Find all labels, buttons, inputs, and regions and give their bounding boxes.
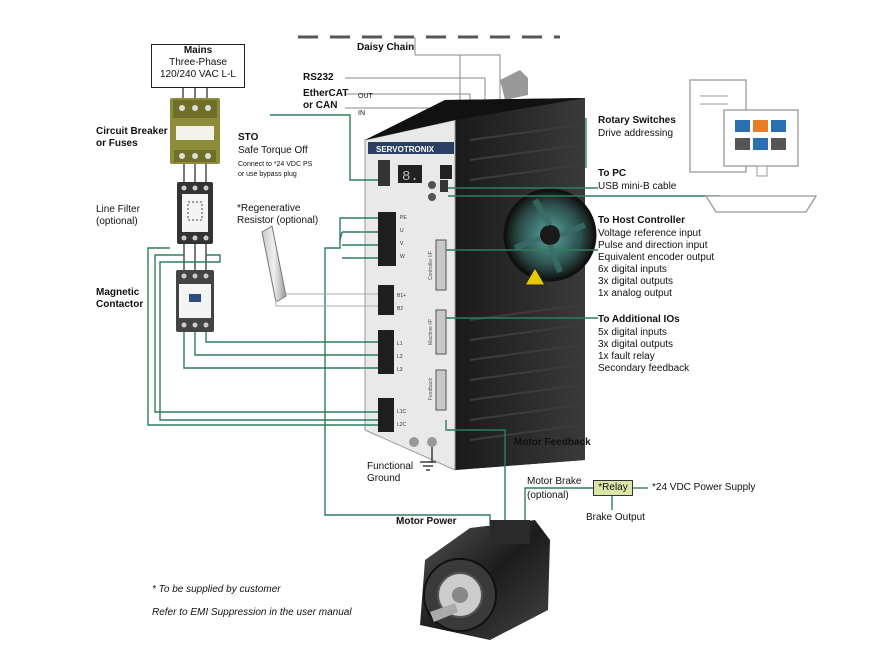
host-item: 1x analog output — [598, 288, 672, 299]
rotary-switch-2[interactable] — [428, 193, 436, 201]
terminal-labels: PE U V W B1+ B2 L1 L2 L3 L1C L2C — [397, 215, 407, 428]
relay-label: *Relay — [598, 482, 628, 493]
functional-ground-label2: Ground — [367, 473, 401, 484]
ios-item: Secondary feedback — [598, 363, 690, 374]
mains-connector[interactable] — [378, 330, 394, 374]
line-filter — [177, 182, 213, 244]
line-filter-label2: (optional) — [96, 216, 138, 227]
line-filter-label: Line Filter — [96, 204, 140, 215]
regen-label: *Regenerative — [237, 203, 301, 214]
brand-label: SERVOTRONIX — [376, 145, 435, 154]
mains-title: Mains — [183, 45, 213, 56]
vdc-supply-label: *24 VDC Power Supply — [652, 482, 756, 493]
host-controller-title: To Host Controller — [598, 215, 686, 226]
svg-text:W: W — [400, 254, 405, 260]
svg-text:Controller I/F: Controller I/F — [428, 251, 434, 280]
usb-port[interactable] — [440, 180, 448, 192]
servo-motor — [420, 520, 550, 640]
svg-text:L1: L1 — [397, 341, 403, 347]
ground-symbol — [420, 447, 436, 471]
functional-ground-label: Functional — [367, 461, 414, 472]
to-pc-desc: USB mini-B cable — [598, 181, 677, 192]
contactor-label2: Contactor — [96, 299, 144, 310]
host-item: Voltage reference input — [598, 228, 701, 239]
svg-text:8.: 8. — [402, 169, 419, 185]
rotary-switch-1[interactable] — [428, 181, 436, 189]
svg-text:L2C: L2C — [397, 422, 407, 428]
pc-icon — [689, 79, 818, 213]
machine-if-connector[interactable] — [435, 309, 447, 355]
sto-subtitle: Safe Torque Off — [238, 145, 308, 156]
regen-resistor — [261, 225, 378, 307]
host-item: Equivalent encoder output — [598, 252, 715, 263]
host-item: 6x digital inputs — [598, 264, 667, 275]
sto-title: STO — [238, 132, 259, 143]
circuit-breaker-label2: or Fuses — [96, 138, 138, 149]
sto-note1: Connect to *24 VDC PS — [238, 161, 313, 168]
additional-ios-title: To Additional IOs — [598, 314, 680, 325]
svg-text:V: V — [400, 241, 404, 247]
ethercat-can-label: or CAN — [303, 100, 338, 111]
svg-text:L3: L3 — [397, 367, 403, 373]
svg-text:Machine I/F: Machine I/F — [428, 319, 434, 345]
rs232-label: RS232 — [303, 72, 334, 83]
relay-box: *Relay — [593, 480, 633, 496]
mains-box: Mains Three-Phase 120/240 VAC L-L — [151, 44, 245, 88]
circuit-breaker — [170, 98, 220, 164]
ethercat-out-label: OUT — [358, 93, 373, 100]
footnote-emi: Refer to EMI Suppression in the user man… — [152, 607, 352, 618]
rotary-switches-desc: Drive addressing — [598, 128, 674, 139]
power-wires — [147, 114, 720, 525]
sto-note2: or use bypass plug — [238, 171, 297, 178]
regen-connector[interactable] — [378, 285, 394, 315]
ethercat-in-label: IN — [358, 110, 365, 117]
rotary-switches-title: Rotary Switches — [598, 115, 676, 126]
ethercat-label: EtherCAT — [303, 88, 349, 99]
sto-connector[interactable] — [378, 160, 390, 186]
servo-drive: SERVOTRONIX 8. PE U V W B1+ B2 L1 L2 L3 … — [364, 70, 597, 471]
footnote-customer: * To be supplied by customer — [152, 584, 281, 595]
magnetic-contactor — [176, 270, 214, 332]
regen-label2: Resistor (optional) — [237, 215, 319, 226]
daisy-chain-label: Daisy Chain — [357, 42, 415, 53]
svg-text:B2: B2 — [397, 306, 403, 312]
svg-text:L1C: L1C — [397, 409, 407, 415]
ios-item: 5x digital inputs — [598, 327, 667, 338]
motor-brake-label2: (optional) — [527, 490, 569, 501]
svg-text:B1+: B1+ — [397, 293, 406, 299]
svg-text:U: U — [400, 228, 404, 234]
contactor-label: Magnetic — [96, 287, 140, 298]
circuit-breaker-label: Circuit Breaker — [96, 126, 168, 137]
mains-line2: 120/240 VAC L-L — [160, 69, 236, 80]
motor-power-label: Motor Power — [396, 516, 457, 527]
brake-output-label: Brake Output — [586, 512, 645, 523]
ios-item: 1x fault relay — [598, 351, 655, 362]
host-item: Pulse and direction input — [598, 240, 708, 251]
host-item: 3x digital outputs — [598, 276, 674, 287]
mains-line1: Three-Phase — [169, 57, 227, 68]
svg-text:PE: PE — [400, 215, 407, 221]
to-pc-title: To PC — [598, 168, 627, 179]
controller-if-connector[interactable] — [435, 239, 447, 291]
svg-text:Feedback: Feedback — [428, 378, 434, 400]
feedback-connector[interactable] — [435, 369, 447, 411]
motor-brake-label: Motor Brake — [527, 476, 582, 487]
logic-connector[interactable] — [378, 398, 394, 432]
ios-item: 3x digital outputs — [598, 339, 674, 350]
motor-feedback-label: Motor Feedback — [514, 437, 591, 448]
power-connector[interactable] — [378, 212, 396, 266]
svg-text:L2: L2 — [397, 354, 403, 360]
